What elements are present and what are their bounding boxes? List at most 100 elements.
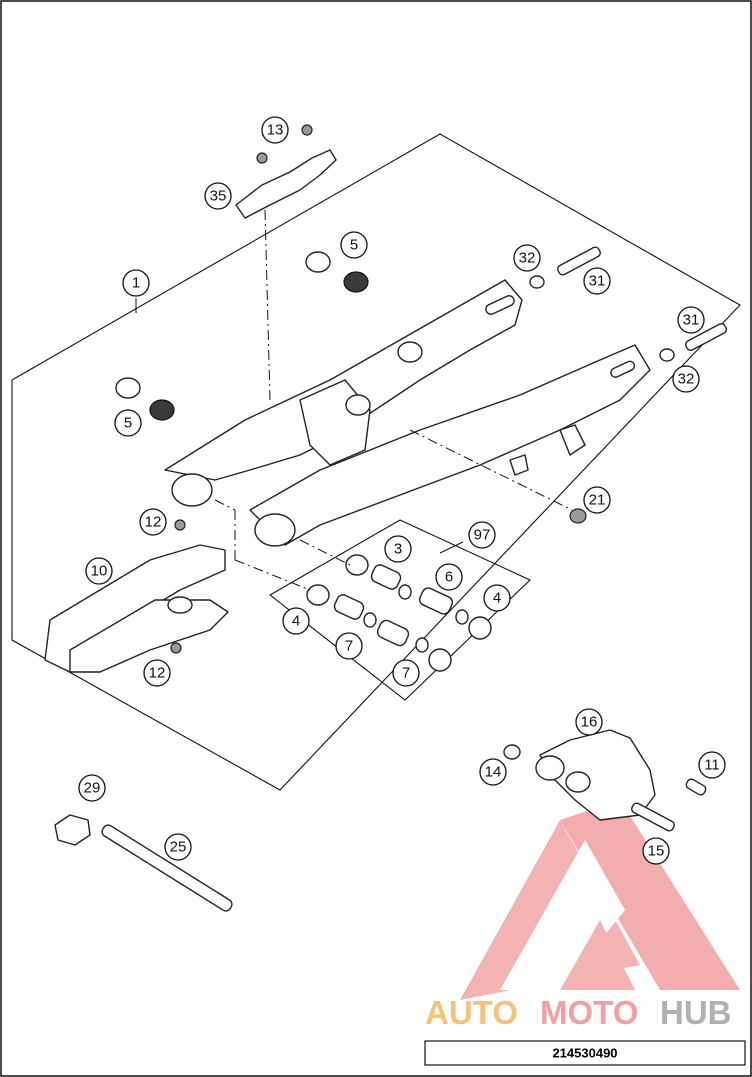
callout-label: 31 xyxy=(589,273,606,290)
callout-label: 32 xyxy=(519,250,536,267)
watermark-text: AUTO MOTO HUB xyxy=(425,994,732,1031)
callout-circle xyxy=(672,365,700,393)
callout-circle xyxy=(164,833,192,861)
callout-label: 21 xyxy=(589,492,606,509)
callout-circle xyxy=(698,751,726,779)
callout-circle xyxy=(384,535,412,563)
callout-c7a: 7 xyxy=(335,632,363,660)
bearing-kit-parts xyxy=(306,554,492,672)
callout-c97: 97 xyxy=(468,521,496,549)
callout-c4a: 4 xyxy=(282,607,310,635)
callout-circle xyxy=(143,659,171,687)
callout-circle xyxy=(204,182,232,210)
callout-c14: 14 xyxy=(479,758,507,786)
callout-c11: 11 xyxy=(698,751,726,779)
callout-circle xyxy=(122,269,150,297)
callout-circle xyxy=(114,409,142,437)
assembly-frame xyxy=(11,133,741,791)
leader-lines xyxy=(135,298,464,554)
callout-c4b: 4 xyxy=(483,584,511,612)
callout-c31b: 31 xyxy=(677,306,705,334)
document-number-box: 214530490 xyxy=(424,1040,746,1066)
callout-c29: 29 xyxy=(78,774,106,802)
chain-guide xyxy=(503,729,707,832)
watermark-part2: MOTO xyxy=(540,994,638,1031)
callout-circle xyxy=(642,837,670,865)
watermark-logo xyxy=(460,800,740,1000)
callout-circle xyxy=(335,632,363,660)
callout-label: 97 xyxy=(474,527,491,544)
callout-label: 1 xyxy=(132,275,140,292)
callout-circle xyxy=(677,306,705,334)
callout-circle xyxy=(85,557,113,585)
callout-circle xyxy=(468,521,496,549)
callout-label: 12 xyxy=(149,665,166,682)
callout-label: 32 xyxy=(678,371,695,388)
callout-c6: 6 xyxy=(435,563,463,591)
callout-circle xyxy=(392,659,420,687)
callout-label: 5 xyxy=(124,415,132,432)
callout-c5b: 5 xyxy=(340,231,368,259)
callout-circle xyxy=(513,244,541,272)
callout-c16: 16 xyxy=(575,708,603,736)
chain-guard-top xyxy=(235,124,337,219)
watermark-part1: AUTO xyxy=(425,994,518,1031)
callout-circle xyxy=(583,486,611,514)
callout-c32a: 32 xyxy=(513,244,541,272)
assembly-lines xyxy=(214,209,573,591)
callout-c15: 15 xyxy=(642,837,670,865)
bushing-set xyxy=(115,251,369,421)
callout-label: 11 xyxy=(704,757,720,774)
callout-label: 31 xyxy=(683,312,700,329)
callout-circle xyxy=(78,774,106,802)
callout-c3: 3 xyxy=(384,535,412,563)
axle-assembly xyxy=(54,814,233,912)
callout-c35: 35 xyxy=(204,182,232,210)
callout-label: 29 xyxy=(84,780,101,797)
callout-label: 14 xyxy=(485,764,502,781)
callout-label: 15 xyxy=(648,843,665,860)
watermark-part3: HUB xyxy=(660,994,732,1031)
callout-circle xyxy=(261,116,289,144)
callout-label: 25 xyxy=(170,839,187,856)
callout-circle xyxy=(479,758,507,786)
callout-circle xyxy=(282,607,310,635)
callout-c31a: 31 xyxy=(583,267,611,295)
chain-slider xyxy=(44,519,229,673)
callout-c25: 25 xyxy=(164,833,192,861)
swingarm xyxy=(164,279,651,547)
callout-circle xyxy=(139,508,167,536)
callout-label: 6 xyxy=(445,569,453,586)
pivot-bolts xyxy=(529,246,728,524)
callout-label: 16 xyxy=(581,714,598,731)
callout-label: 4 xyxy=(292,613,300,630)
callout-label: 35 xyxy=(210,188,227,205)
bearing-kit-frame xyxy=(269,519,531,701)
callout-group: 1344556771011121213141516212529313132323… xyxy=(78,116,726,865)
callout-c1: 1 xyxy=(122,269,150,297)
callout-c7b: 7 xyxy=(392,659,420,687)
callout-circle xyxy=(340,231,368,259)
callout-circle xyxy=(583,267,611,295)
callout-circle xyxy=(575,708,603,736)
callout-c32b: 32 xyxy=(672,365,700,393)
callout-c12a: 12 xyxy=(139,508,167,536)
callout-c5a: 5 xyxy=(114,409,142,437)
callout-label: 10 xyxy=(91,563,108,580)
callout-circle xyxy=(483,584,511,612)
callout-label: 4 xyxy=(493,590,501,607)
callout-circle xyxy=(435,563,463,591)
callout-c10: 10 xyxy=(85,557,113,585)
callout-c21: 21 xyxy=(583,486,611,514)
callout-label: 12 xyxy=(145,514,162,531)
callout-label: 13 xyxy=(267,122,284,139)
callout-label: 7 xyxy=(402,665,410,682)
callout-label: 5 xyxy=(350,237,358,254)
callout-c12b: 12 xyxy=(143,659,171,687)
callout-label: 3 xyxy=(394,541,402,558)
document-number: 214530490 xyxy=(552,1046,617,1061)
callout-c13: 13 xyxy=(261,116,289,144)
callout-label: 7 xyxy=(345,638,353,655)
